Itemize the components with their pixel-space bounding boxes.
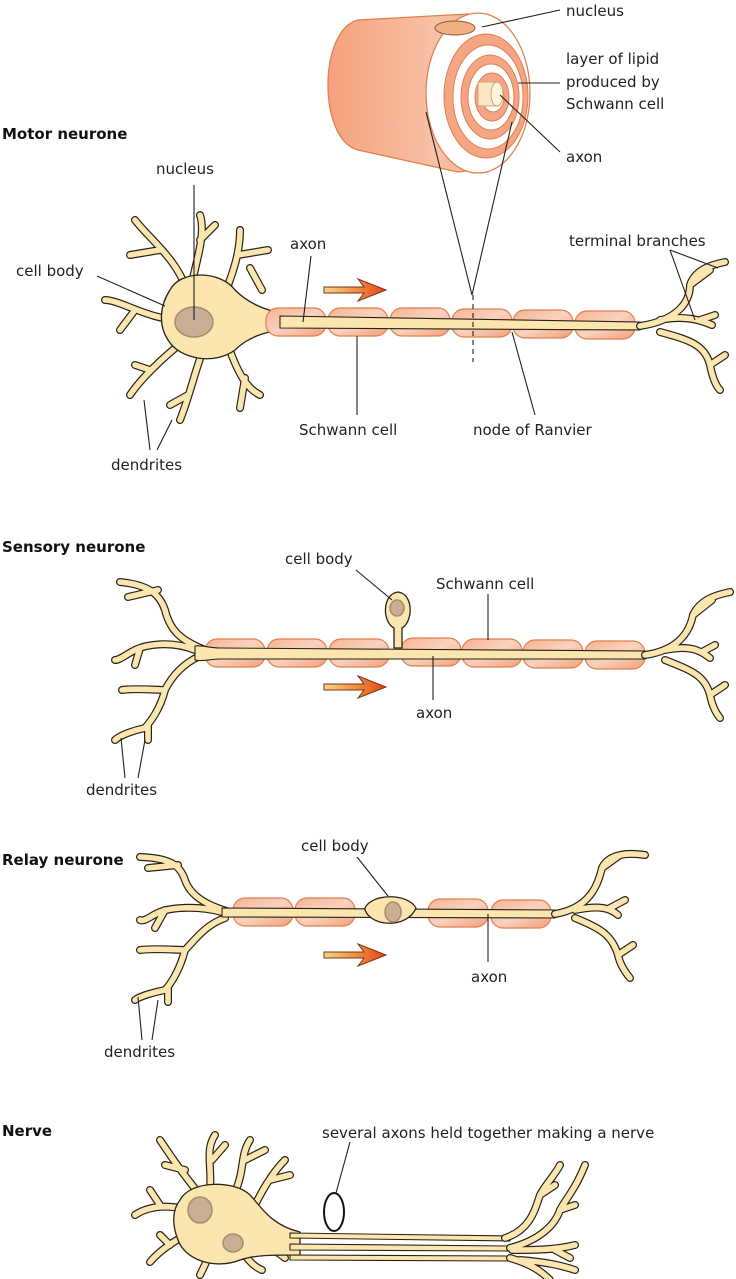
sensory-label-schwann-cell: Schwann cell <box>436 575 534 593</box>
nerve-bundle-ring <box>323 1192 345 1232</box>
nerve-terminal-branches <box>501 1161 589 1279</box>
relay-label-axon: axon <box>471 968 507 986</box>
motor-label-cell-body: cell body <box>16 262 84 280</box>
relay-dendrites <box>131 853 234 1006</box>
relay-neurone-title: Relay neurone <box>2 851 124 869</box>
inset-label-lipid-3: Schwann cell <box>566 95 664 113</box>
sensory-terminal-branches <box>641 588 734 722</box>
nerve: Nerve several axons held together making… <box>2 1122 654 1279</box>
nerve-axon-bundle <box>289 1232 511 1262</box>
motor-label-nucleus: nucleus <box>156 160 214 178</box>
nerve-nucleus-1 <box>187 1196 213 1224</box>
motor-label-axon: axon <box>290 235 326 253</box>
sensory-nucleus <box>389 599 405 617</box>
sensory-label-cell-body: cell body <box>285 550 353 568</box>
nerve-title: Nerve <box>2 1122 52 1140</box>
motor-label-schwann-cell: Schwann cell <box>299 421 397 439</box>
myelin-sheath-inset: nucleus layer of lipid produced by Schwa… <box>327 2 664 296</box>
motor-label-terminal-branches: terminal branches <box>569 232 706 250</box>
inset-label-lipid-2: produced by <box>566 73 660 91</box>
inset-label-axon: axon <box>566 148 602 166</box>
inset-label-nucleus: nucleus <box>566 2 624 20</box>
relay-label-cell-body: cell body <box>301 837 369 855</box>
motor-neurone: Motor neurone <box>2 125 729 474</box>
sensory-label-axon: axon <box>416 704 452 722</box>
relay-terminal-branches <box>551 849 649 982</box>
nerve-nucleus-2 <box>222 1233 244 1253</box>
relay-neurone: Relay neurone cell body axon dendrites <box>2 837 649 1061</box>
relay-nucleus <box>384 901 402 923</box>
sensory-impulse-arrow <box>323 675 387 699</box>
motor-label-node-of-ranvier: node of Ranvier <box>473 421 592 439</box>
motor-label-dendrites: dendrites <box>111 456 182 474</box>
relay-impulse-arrow <box>323 943 387 967</box>
inset-label-lipid-1: layer of lipid <box>566 50 659 68</box>
schwann-nucleus <box>434 20 476 36</box>
nerve-label-bundle: several axons held together making a ner… <box>322 1124 654 1142</box>
sensory-axon <box>194 645 646 662</box>
motor-impulse-arrow <box>323 278 387 302</box>
nerve-dendrites <box>131 1131 294 1279</box>
sensory-neurone: Sensory neurone cell body Schwann cell <box>2 538 734 799</box>
sensory-neurone-title: Sensory neurone <box>2 538 145 556</box>
sensory-label-dendrites: dendrites <box>86 781 157 799</box>
relay-label-dendrites: dendrites <box>104 1043 175 1061</box>
motor-neurone-title: Motor neurone <box>2 125 127 143</box>
sensory-dendrites <box>111 578 209 744</box>
motor-dendrites <box>101 211 272 424</box>
motor-terminal-branches <box>636 258 729 394</box>
